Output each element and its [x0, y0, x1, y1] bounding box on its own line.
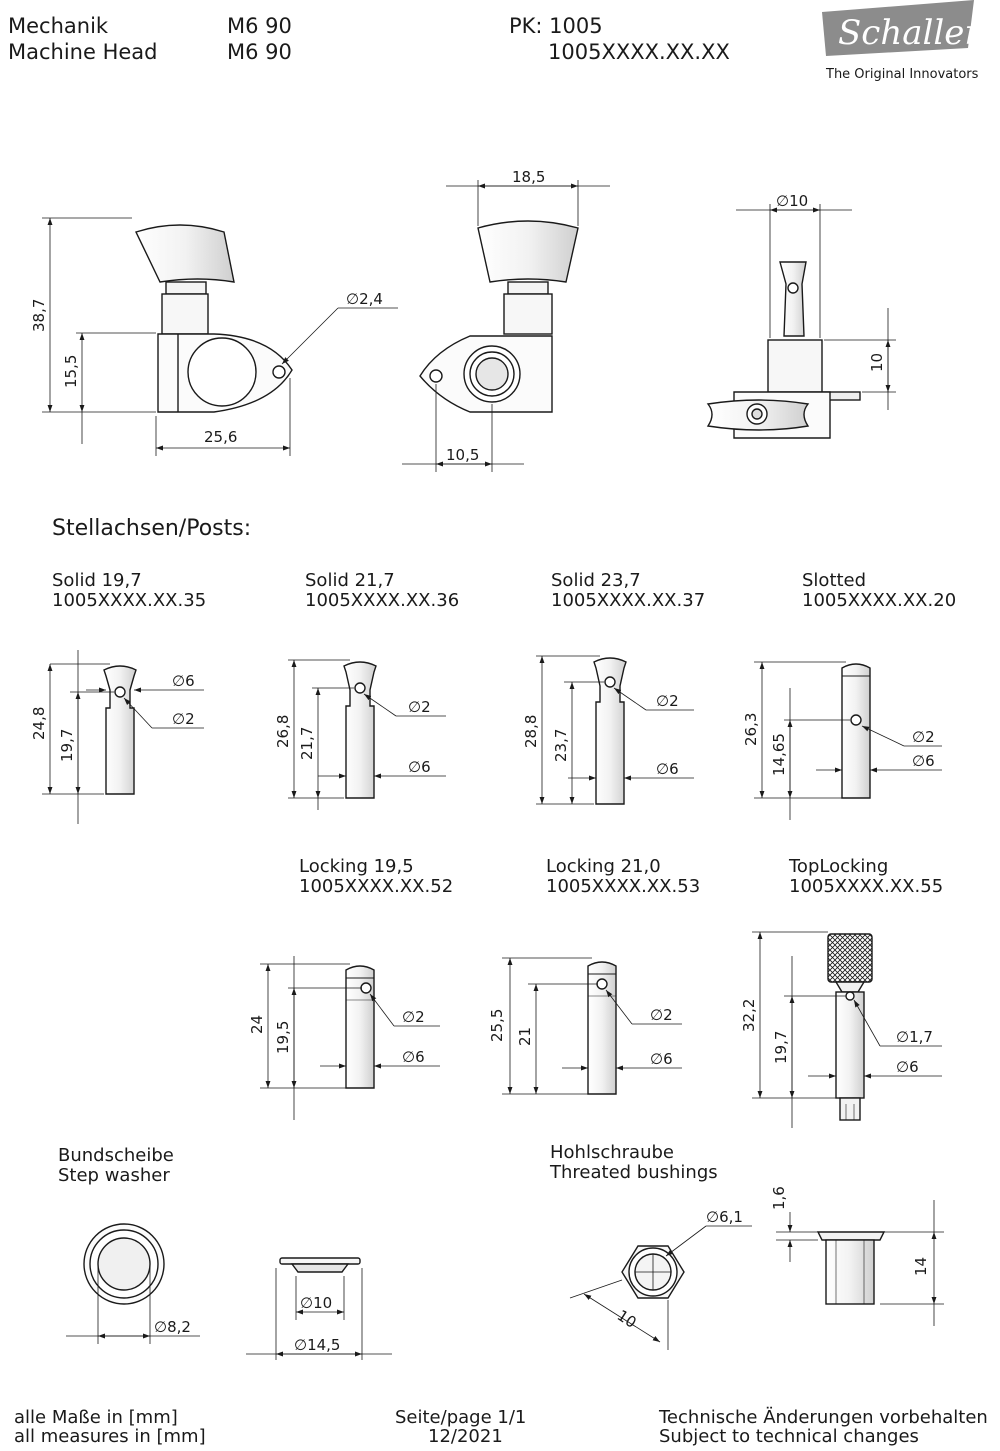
washer-drawing — [66, 1223, 392, 1360]
post-3-d1: ∅2 — [656, 692, 679, 710]
front-offset-dim: 10,5 — [446, 446, 479, 464]
post-4-d2: ∅6 — [912, 752, 935, 770]
date-label: 12/2021 — [428, 1426, 503, 1447]
post-4-drawing — [754, 661, 942, 820]
washer-title-de: Bundscheibe — [58, 1145, 174, 1166]
logo-tagline: The Original Innovators — [825, 67, 978, 82]
post-7-d1: ∅1,7 — [896, 1028, 933, 1046]
post-7-name: TopLocking — [789, 856, 889, 877]
model-label-en: M6 90 — [227, 40, 292, 64]
post-4-code: 1005XXXX.XX.20 — [802, 590, 957, 611]
post-7-hole-dim: 19,7 — [772, 1031, 790, 1064]
post-2-total-dim: 26,8 — [274, 715, 292, 748]
post-1-hole-dim: 19,7 — [58, 729, 76, 762]
top-dia-dim: ∅10 — [776, 192, 808, 210]
page-number: Seite/page 1/1 — [395, 1407, 527, 1428]
logo-wordmark: Schaller — [838, 13, 978, 53]
bushing-dia-dim: ∅6,1 — [706, 1208, 743, 1226]
post-3-drawing — [536, 655, 694, 805]
bushing-title-en: Threated bushings — [550, 1162, 718, 1183]
post-5-drawing — [260, 956, 440, 1120]
washer-outer-dim: ∅14,5 — [294, 1336, 340, 1354]
bushing-hex-dim: 10 — [614, 1306, 640, 1331]
post-6-hole-dim: 21 — [516, 1027, 534, 1046]
post-5-d1: ∅2 — [402, 1008, 425, 1026]
post-5-total-dim: 24 — [248, 1015, 266, 1034]
washer-inner-dim: ∅10 — [300, 1294, 332, 1312]
side-lower-dim: 15,5 — [62, 355, 80, 388]
post-6-d2: ∅6 — [650, 1050, 673, 1068]
posts-title: Stellachsen/Posts: — [52, 516, 252, 541]
bushing-drawing — [569, 1200, 944, 1350]
bushing-flange-dim: 1,6 — [770, 1186, 788, 1210]
changes-note-en: Subject to technical changes — [659, 1426, 919, 1447]
post-2-hole-dim: 21,7 — [298, 727, 316, 760]
side-height-dim: 38,7 — [30, 299, 48, 332]
post-6-d1: ∅2 — [650, 1006, 673, 1024]
post-4-total-dim: 26,3 — [742, 713, 760, 746]
post-1-d1: ∅6 — [172, 672, 195, 690]
post-2-drawing — [288, 659, 446, 810]
post-2-code: 1005XXXX.XX.36 — [305, 590, 460, 611]
schaller-logo: Schaller The Original Innovators — [818, 0, 982, 84]
units-note-de: alle Maße in [mm] — [14, 1407, 178, 1428]
front-view — [402, 180, 610, 472]
post-2-d2: ∅6 — [408, 758, 431, 776]
side-view — [42, 217, 398, 456]
post-4-hole-dim: 14,65 — [770, 733, 788, 776]
post-7-code: 1005XXXX.XX.55 — [789, 876, 944, 897]
dimension-labels: 38,7 15,5 25,6 ∅2,4 18,5 10,5 ∅10 10 24,… — [30, 168, 935, 1354]
post-6-name: Locking 21,0 — [546, 856, 661, 877]
post-5-hole-dim: 19,5 — [274, 1021, 292, 1054]
post-3-total-dim: 28,8 — [522, 715, 540, 748]
pk-number: PK: 1005 — [509, 14, 603, 38]
post-1-drawing — [42, 650, 204, 824]
post-4-d1: ∅2 — [912, 728, 935, 746]
post-1-code: 1005XXXX.XX.35 — [52, 590, 207, 611]
side-hole-dim: ∅2,4 — [346, 290, 383, 308]
post-3-d2: ∅6 — [656, 760, 679, 778]
post-5-code: 1005XXXX.XX.52 — [299, 876, 454, 897]
front-width-dim: 18,5 — [512, 168, 545, 186]
model-label: M6 90 — [227, 14, 292, 38]
post-3-hole-dim: 23,7 — [552, 729, 570, 762]
post-4-name: Slotted — [802, 570, 867, 591]
changes-note-de: Technische Änderungen vorbehalten — [659, 1407, 988, 1428]
bushing-length-dim: 14 — [912, 1257, 930, 1276]
post-1-total-dim: 24,8 — [30, 707, 48, 740]
part-name-en: Machine Head — [8, 40, 158, 64]
post-5-d2: ∅6 — [402, 1048, 425, 1066]
post-7-total-dim: 32,2 — [740, 999, 758, 1032]
units-note-en: all measures in [mm] — [14, 1426, 206, 1447]
post-6-total-dim: 25,5 — [488, 1009, 506, 1042]
post-5-name: Locking 19,5 — [299, 856, 414, 877]
top-view — [706, 204, 896, 439]
top-height-dim: 10 — [868, 353, 886, 372]
post-1-d2: ∅2 — [172, 710, 195, 728]
post-7-d2: ∅6 — [896, 1058, 919, 1076]
article-code: 1005XXXX.XX.XX — [548, 40, 730, 64]
washer-outer-front-dim: ∅8,2 — [154, 1318, 191, 1336]
post-3-code: 1005XXXX.XX.37 — [551, 590, 706, 611]
post-3-name: Solid 23,7 — [551, 570, 641, 591]
post-1-name: Solid 19,7 — [52, 570, 142, 591]
part-name-de: Mechanik — [8, 14, 109, 38]
post-7-drawing — [752, 931, 942, 1128]
post-6-code: 1005XXXX.XX.53 — [546, 876, 701, 897]
post-2-name: Solid 21,7 — [305, 570, 395, 591]
post-2-d1: ∅2 — [408, 698, 431, 716]
side-width-dim: 25,6 — [204, 428, 237, 446]
post-6-drawing — [502, 957, 682, 1095]
bushing-title-de: Hohlschraube — [550, 1142, 674, 1163]
washer-title-en: Step washer — [58, 1165, 170, 1186]
